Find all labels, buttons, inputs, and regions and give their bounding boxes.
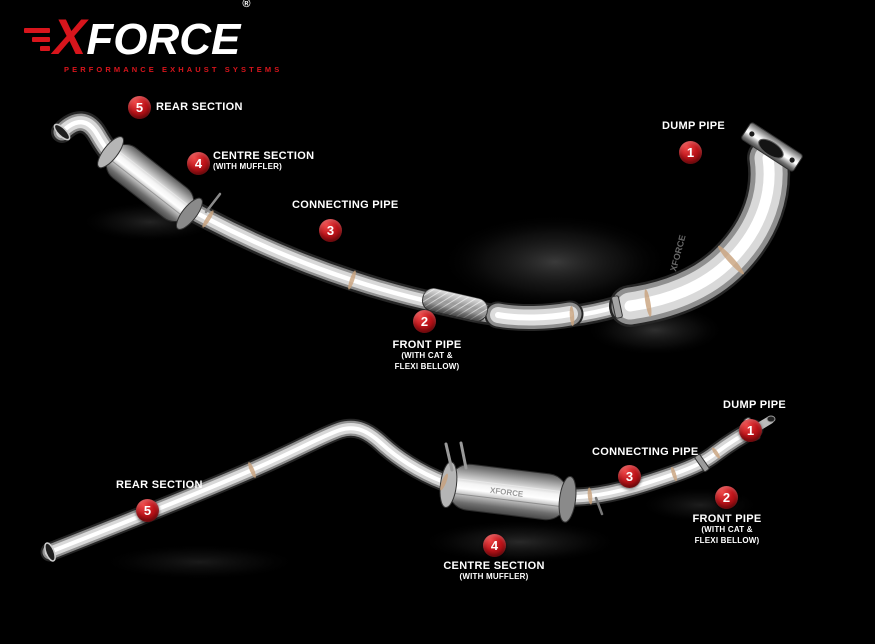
badge-centre-section-bottom: 4 [483, 534, 506, 557]
label-rear-section-top: REAR SECTION [156, 101, 243, 113]
label-title: CONNECTING PIPE [292, 199, 399, 211]
label-dump-pipe-bottom: DUMP PIPE [723, 399, 786, 411]
badge-rear-section-bottom: 5 [136, 499, 159, 522]
label-front-pipe-top: FRONT PIPE (WITH CAT & FLEXI BELLOW) [372, 339, 482, 373]
badge-dump-pipe-bottom: 1 [739, 419, 762, 442]
badge-front-pipe-top: 2 [413, 310, 436, 333]
label-title: FRONT PIPE [692, 513, 762, 525]
logo-letter-x: X [53, 9, 86, 65]
label-connecting-pipe-bottom: CONNECTING PIPE [592, 446, 699, 458]
exhaust-system-bottom: XFORCE [43, 415, 776, 562]
label-subtitle: FLEXI BELLOW) [394, 361, 460, 371]
xforce-logo: XFORCE® PERFORMANCE EXHAUST SYSTEMS [24, 0, 283, 74]
label-title: CENTRE SECTION [443, 560, 545, 572]
badge-rear-section-top: 5 [128, 96, 151, 119]
label-title: CONNECTING PIPE [592, 446, 699, 458]
hanger-rods-bottom [444, 441, 604, 516]
joint-flange-bottom [694, 453, 710, 473]
exhaust-system-top: XFORCE [52, 122, 803, 326]
logo-word-force: FORCE [86, 15, 241, 64]
label-subtitle: (WITH CAT & [701, 525, 753, 534]
label-front-pipe-bottom: FRONT PIPE (WITH CAT & FLEXI BELLOW) [672, 513, 782, 547]
hanger-rod-top [204, 192, 222, 214]
label-title: DUMP PIPE [662, 120, 726, 132]
label-centre-section-bottom: CENTRE SECTION (WITH MUFFLER) [439, 560, 549, 583]
logo-speed-lines-icon [24, 27, 50, 51]
shadow-haze [80, 202, 760, 580]
label-title: REAR SECTION [156, 101, 243, 113]
muffler-top [97, 136, 203, 230]
muffler-bottom: XFORCE [439, 461, 577, 523]
badge-centre-section-top: 4 [187, 152, 210, 175]
label-subtitle: (WITH CAT & [401, 351, 453, 360]
badge-connecting-pipe-bottom: 3 [618, 465, 641, 488]
weld-rings-bottom [248, 447, 721, 505]
label-connecting-pipe-top: CONNECTING PIPE [292, 199, 399, 211]
badge-connecting-pipe-top: 3 [319, 219, 342, 242]
badge-dump-pipe-top: 1 [679, 141, 702, 164]
flexi-bellow-top [421, 288, 489, 322]
label-title: REAR SECTION [116, 479, 203, 491]
label-title: FRONT PIPE [392, 339, 462, 351]
dump-pipe-flange-top [741, 122, 803, 172]
weld-rings-top [202, 210, 744, 326]
label-title: DUMP PIPE [723, 399, 787, 411]
logo-wordmark: XFORCE® [53, 0, 250, 65]
label-dump-pipe-top: DUMP PIPE [662, 120, 725, 132]
joint-flange-top [611, 295, 623, 319]
label-subtitle: FLEXI BELLOW) [694, 535, 760, 545]
dump-pipe-top: XFORCE [630, 158, 769, 306]
badge-front-pipe-bottom: 2 [715, 486, 738, 509]
pipe-engraving: XFORCE [490, 486, 525, 499]
label-centre-section-top: CENTRE SECTION (WITH MUFFLER) [213, 150, 314, 173]
registered-trademark-symbol: ® [242, 0, 251, 10]
logo-tagline: PERFORMANCE EXHAUST SYSTEMS [64, 65, 283, 74]
tail-tip-opening-bottom [44, 542, 56, 562]
label-title: CENTRE SECTION [213, 150, 315, 162]
catalytic-converter [498, 314, 570, 318]
label-subtitle: (WITH MUFFLER) [459, 572, 529, 581]
label-subtitle: (WITH MUFFLER) [213, 162, 283, 171]
rear-tip-opening-top [53, 123, 71, 141]
pipe-engraving: XFORCE [668, 234, 687, 273]
label-rear-section-bottom: REAR SECTION [116, 479, 203, 491]
